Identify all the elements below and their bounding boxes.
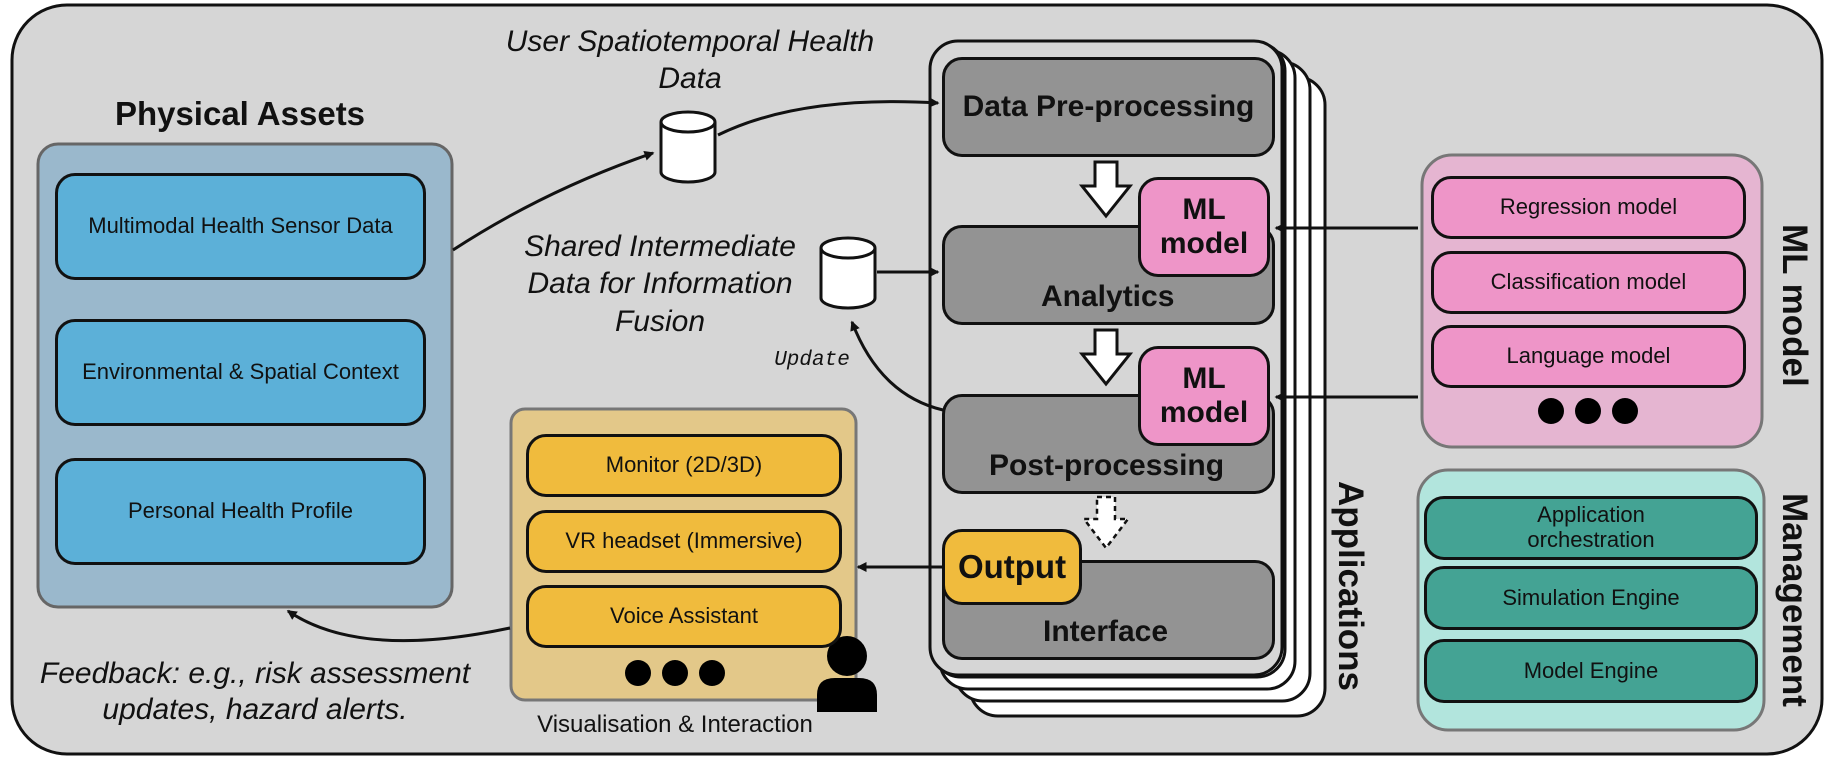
mgmt-item-model-engine: Model Engine (1424, 639, 1758, 703)
vis-more-dot (662, 660, 688, 686)
stage-analytics-label: Analytics (1041, 280, 1175, 314)
physical-item-environment: Environmental & Spatial Context (55, 319, 426, 426)
management-title: Management (1775, 493, 1814, 707)
flow-arrow-preprocess-to-analytics (1078, 160, 1134, 219)
outer-frame (10, 3, 1824, 756)
ml-item-regression: Regression model (1431, 176, 1746, 239)
mgmt-item-simulation: Simulation Engine (1424, 566, 1758, 630)
stage-preprocessing: Data Pre-processing (942, 57, 1275, 157)
stage-postprocessing-label: Post-processing (989, 449, 1225, 483)
arrow-vis-to-physical (286, 609, 511, 643)
vis-item-vr-headset: VR headset (Immersive) (526, 510, 842, 573)
output-box: Output (942, 529, 1082, 605)
ml-more-dot (1612, 398, 1638, 424)
shared-data-label: Shared Intermediate Data for Information… (524, 229, 796, 338)
user-data-cylinder (659, 110, 717, 184)
flow-arrow-post-to-interface (1081, 495, 1131, 551)
user-person-icon (817, 636, 877, 712)
arrow-user-data-to-preprocessing (717, 97, 940, 137)
ml-more-dots (1538, 398, 1638, 424)
mgmt-item-orchestration: Application orchestration (1424, 496, 1758, 560)
visualisation-title: Visualisation & Interaction (537, 711, 813, 738)
vis-item-voice-assistant: Voice Assistant (526, 585, 842, 648)
vis-item-monitor: Monitor (2D/3D) (526, 434, 842, 497)
applications-title: Applications (1331, 480, 1370, 692)
analytics-ml-badge: ML model (1138, 177, 1270, 277)
ml-more-dot (1538, 398, 1564, 424)
feedback-caption: Feedback: e.g., risk assessment updates,… (39, 657, 471, 726)
vis-more-dot (625, 660, 651, 686)
user-data-label: User Spatiotemporal Health Data (505, 24, 875, 96)
arrow-sensors-to-user-data (452, 151, 655, 252)
ml-item-classification: Classification model (1431, 251, 1746, 314)
flow-arrow-analytics-to-post (1078, 328, 1134, 387)
shared-data-cylinder (819, 236, 877, 310)
ml-model-title: ML model (1775, 223, 1814, 387)
post-ml-badge: ML model (1138, 346, 1270, 446)
vis-more-dots (625, 660, 725, 686)
physical-item-sensor-data: Multimodal Health Sensor Data (55, 173, 426, 280)
arrow-update-to-shared-data (850, 320, 944, 412)
physical-assets-title: Physical Assets (114, 95, 366, 132)
ml-item-language: Language model (1431, 325, 1746, 388)
update-label: Update (774, 348, 850, 372)
ml-more-dot (1575, 398, 1601, 424)
stage-interface-label: Interface (1043, 615, 1169, 649)
physical-item-health-profile: Personal Health Profile (55, 458, 426, 565)
vis-more-dot (699, 660, 725, 686)
